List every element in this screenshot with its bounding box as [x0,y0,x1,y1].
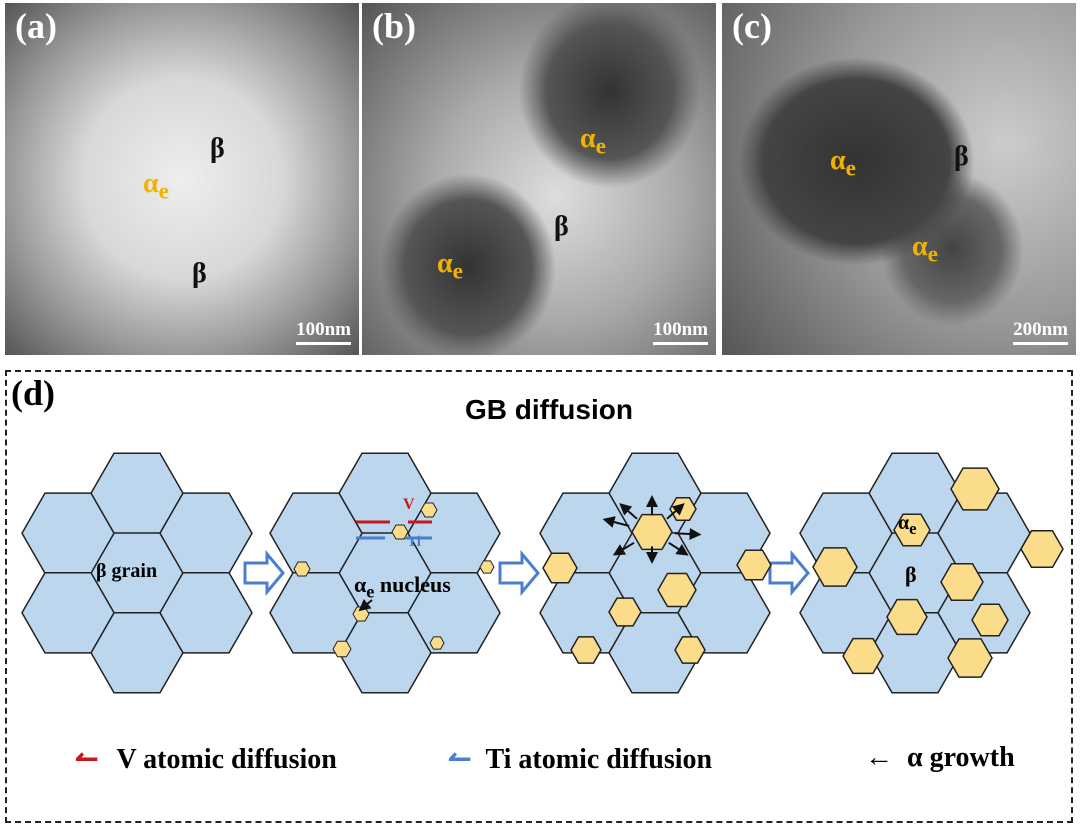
alpha-grain [950,467,1000,511]
alpha-grain [947,638,993,678]
grain-hexagon [407,572,501,654]
schematic-panel: (d) GB diffusion [5,370,1073,823]
alpha-e-label: αe [580,123,606,160]
v-arrow-icon: ↼ [75,744,99,775]
v-label: V [403,496,415,513]
beta-label: β [554,211,569,242]
growth-arrow [602,516,630,528]
grain-hexagon [21,572,115,654]
growth-arrow [619,503,638,520]
alpha-grain [940,562,984,602]
growth-arrow [666,503,685,520]
alpha-grain [631,513,673,551]
alpha-grain [570,636,602,664]
beta-grain-label: β grain [96,560,158,582]
alpha-grain [542,552,578,584]
alpha-grain [608,597,642,627]
growth-arrow [674,527,702,540]
alpha-nucleus [420,502,438,518]
alpha-grain [657,572,697,608]
tem-image-b: (b) αe β αe 100nm [362,3,716,355]
tem-image-a: (a) β αe β 100nm [5,3,359,355]
scale-bar: 200nm [1013,319,1068,345]
beta-label: β [905,562,917,587]
ti-label: Ti [407,534,421,550]
growth-arrow [668,541,689,556]
growth-arrow [612,541,635,556]
tem-image-c: (c) αe β αe 200nm [722,3,1076,355]
panel-label: (c) [732,6,772,46]
beta-label: β [954,141,969,172]
beta-label: β [192,258,207,289]
alpha-grain [842,637,884,675]
alpha-e-label: αe [830,145,856,182]
alpha-nucleus [479,560,495,574]
scale-bar: 100nm [296,319,351,345]
panel-label: (a) [15,6,57,46]
nucleus-label: αe nucleus [354,572,451,602]
beta-label: β [210,133,225,164]
legend-v: ↼V atomic diffusion [75,744,337,775]
alpha-nucleus [429,636,445,650]
process-arrow-icon [243,549,285,597]
alpha-grain [886,598,928,636]
alpha-grain [812,547,858,587]
alpha-grain [674,636,706,664]
alpha-nucleus [332,640,352,658]
pointer-arrow [358,598,373,612]
panel-label: (b) [372,6,416,46]
panel-label: (d) [11,373,55,413]
process-arrow-icon [768,549,810,597]
grain-hexagon [159,572,253,654]
alpha-nucleus [293,561,311,577]
schematic-title: GB diffusion [465,394,633,425]
grain-hexagon [539,572,633,654]
alpha-grain [1020,529,1064,569]
legend-growth: ←α growth [865,742,1015,773]
alpha-grain [893,513,931,547]
growth-arrow-icon: ← [865,742,893,773]
process-arrow-icon [498,549,540,597]
alpha-grain [669,496,697,522]
alpha-e-label: αe [912,231,938,268]
alpha-grain [736,549,772,581]
legend-ti: ↼Ti atomic diffusion [448,744,713,775]
alpha-grain [971,603,1009,637]
alpha-e-label: αe [143,168,169,205]
alpha-e-label: αe [437,248,463,285]
ti-arrow-icon: ↼ [448,744,472,775]
scale-bar: 100nm [653,319,708,345]
alpha-e-label: αe [898,512,917,538]
alpha-nucleus [391,524,409,540]
